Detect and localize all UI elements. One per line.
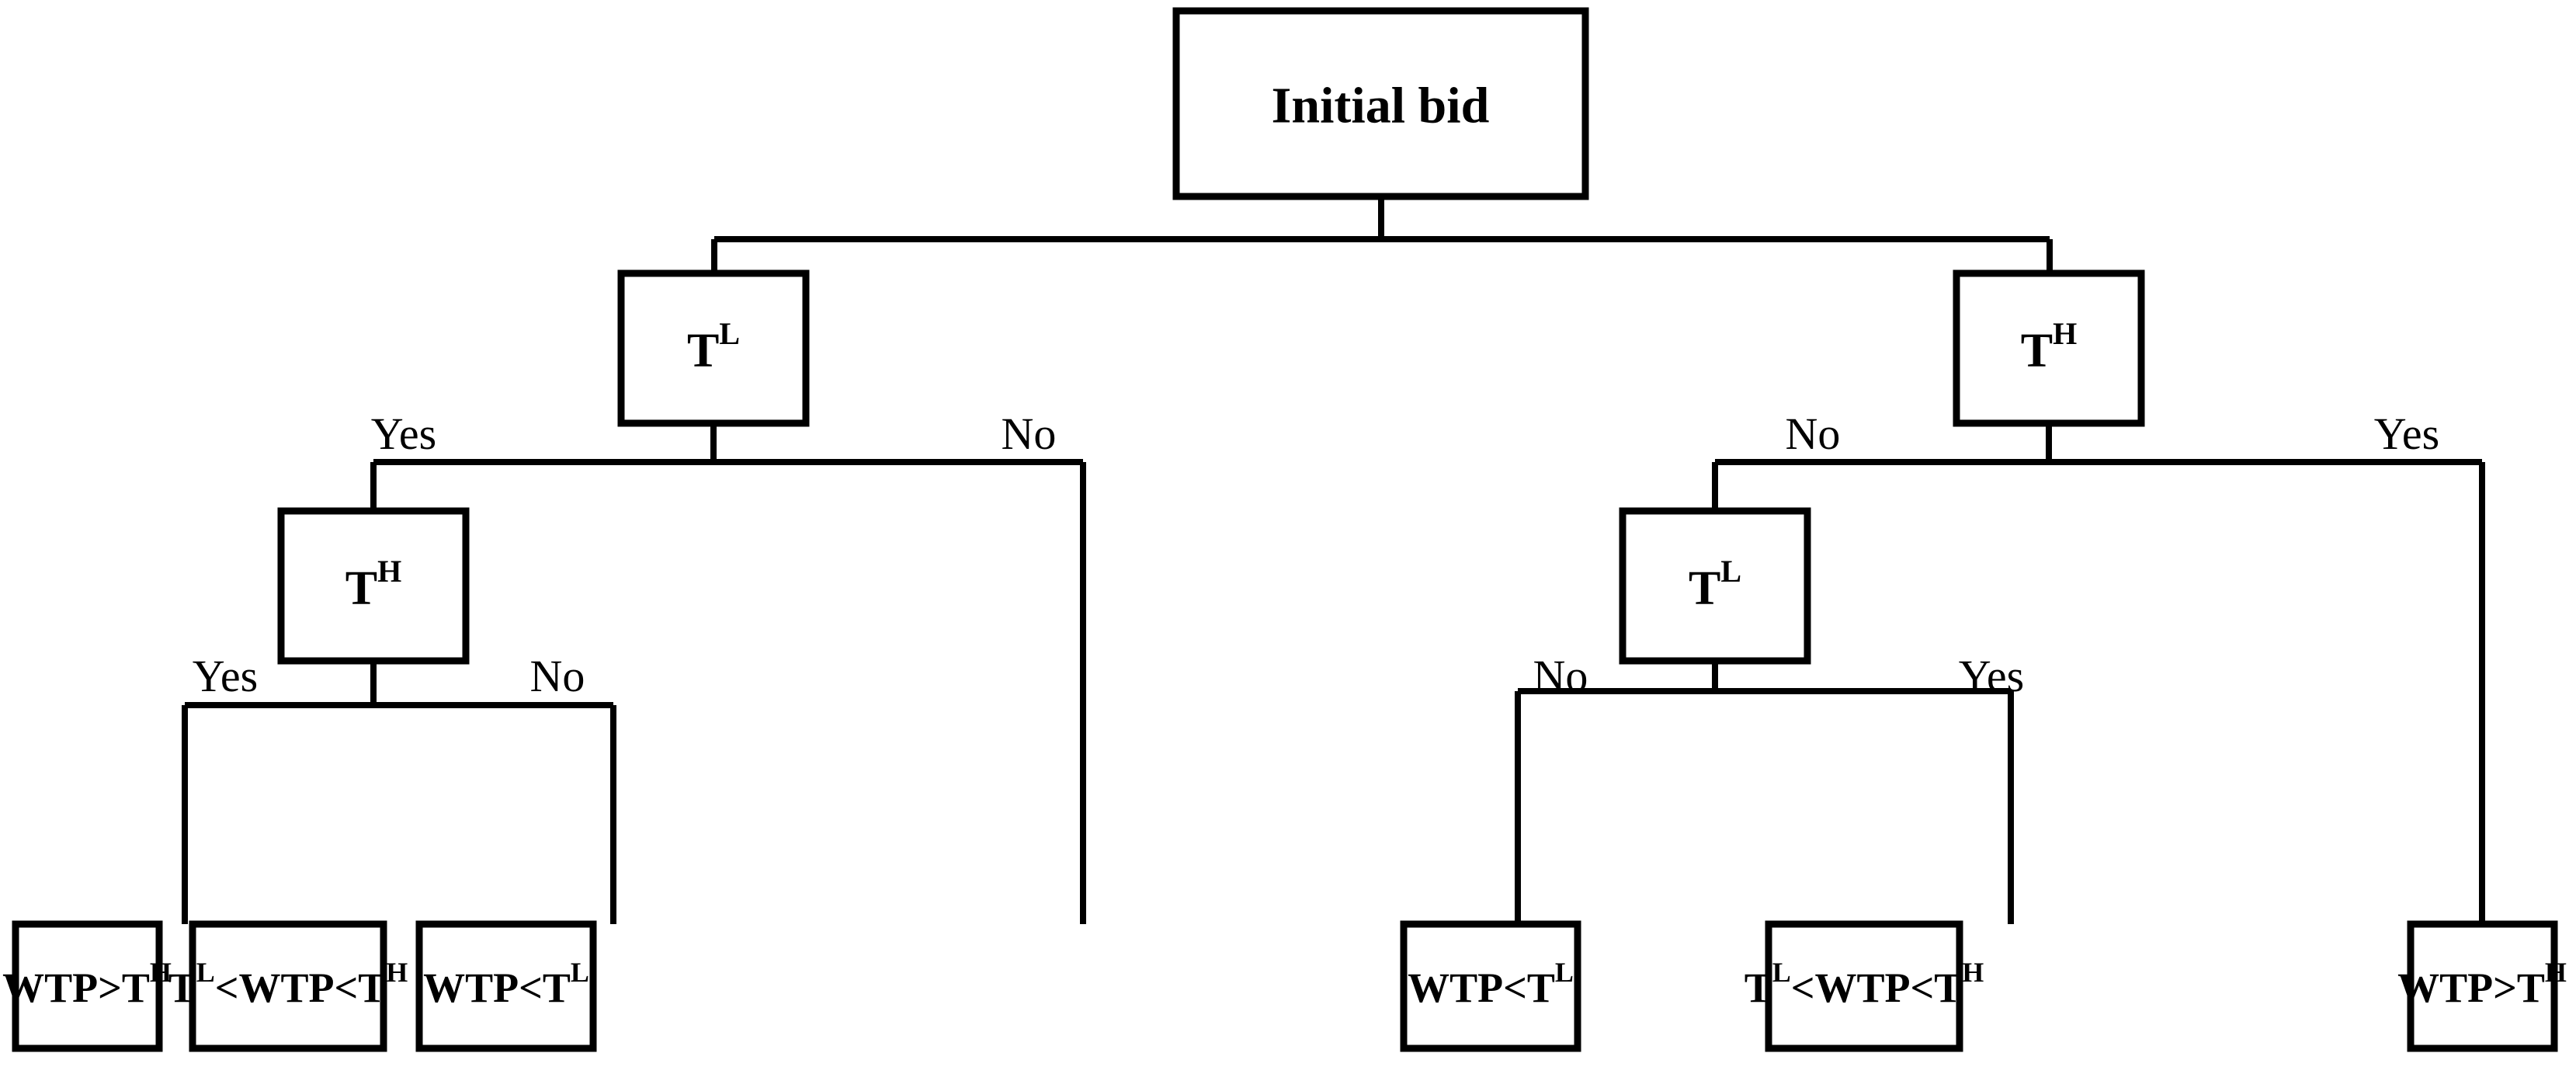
edge-label-th-yes: Yes [2374, 408, 2439, 459]
node-initial-bid-box [1172, 7, 1589, 200]
edge-label-tlr-no: No [1533, 651, 1588, 701]
node-th-right-label: TH [2021, 316, 2077, 377]
edge-label-th-no: No [1786, 408, 1841, 459]
leaf-tl-wtp-th-right-label: TL<WTP<TH [1745, 957, 1984, 1011]
node-tl-left[interactable]: TL [617, 269, 810, 427]
node-th-left[interactable]: TH [277, 507, 470, 665]
leaf-tl-wtp-th-left-box [189, 920, 387, 1052]
node-th-right[interactable]: TH [1953, 269, 2145, 427]
leaf-wtp-lt-tl-mid[interactable]: WTP<TL [415, 920, 597, 1052]
node-tl-left-box [617, 269, 810, 427]
leaf-wtp-gt-th-left[interactable]: WTP>TH [2, 920, 172, 1052]
leaf-wtp-gt-th-right-box [2407, 920, 2558, 1052]
leaf-wtp-lt-tl-mid-box [415, 920, 597, 1052]
leaf-wtp-gt-th-right-label: WTP>TH [2397, 957, 2567, 1011]
leaf-tl-wtp-th-right[interactable]: TL<WTP<TH [1745, 920, 1984, 1052]
node-initial-bid-label: Initial bid [1272, 78, 1490, 134]
leaf-wtp-gt-th-left-box [12, 920, 163, 1052]
leaf-tl-wtp-th-left[interactable]: TL<WTP<TH [168, 920, 408, 1052]
node-th-left-box [277, 507, 470, 665]
leaf-wtp-gt-th-right[interactable]: WTP>TH [2397, 920, 2567, 1052]
edge-label-tlr-yes: Yes [1959, 651, 2024, 701]
edge-label-tl-yes: Yes [371, 408, 436, 459]
leaf-wtp-lt-tl-right-box [1400, 920, 1581, 1052]
leaf-tl-wtp-th-left-label: TL<WTP<TH [168, 957, 408, 1011]
node-tl-left-label: TL [687, 316, 740, 377]
node-th-left-label: TH [345, 554, 401, 615]
edge-label-tl-no: No [1002, 408, 1057, 459]
node-tl-right[interactable]: TL [1619, 507, 1811, 665]
leaf-wtp-lt-tl-right-label: WTP<TL [1408, 957, 1574, 1011]
leaf-wtp-lt-tl-mid-label: WTP<TL [423, 957, 589, 1011]
node-tl-right-box [1619, 507, 1811, 665]
leaf-wtp-gt-th-left-label: WTP>TH [2, 957, 172, 1011]
edge-label-thl-no: No [530, 651, 585, 701]
node-tl-right-label: TL [1689, 554, 1741, 615]
leaf-wtp-lt-tl-right[interactable]: WTP<TL [1400, 920, 1581, 1052]
node-initial-bid[interactable]: Initial bid [1172, 7, 1589, 200]
edge-label-thl-yes: Yes [193, 651, 258, 701]
node-th-right-box [1953, 269, 2145, 427]
leaf-tl-wtp-th-right-box [1765, 920, 1963, 1052]
